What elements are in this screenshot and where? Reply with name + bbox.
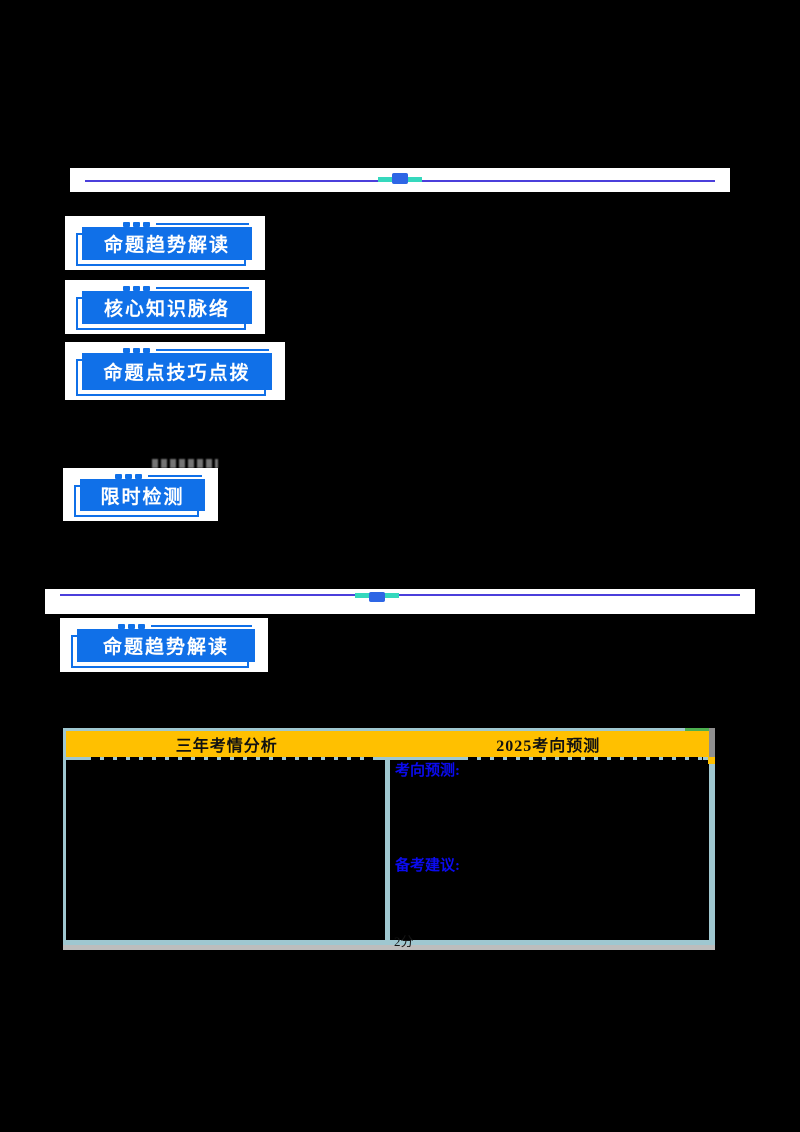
- dot-icon: [118, 623, 125, 629]
- button-topline: [151, 625, 252, 627]
- dot-icon: [133, 221, 140, 227]
- dot-icon: [143, 347, 150, 353]
- ornament-blue-knob: [369, 592, 386, 602]
- section-button-core-knowledge: 核心知识脉络: [65, 280, 265, 334]
- table-header-2025-prediction: 2025考向预测: [496, 738, 601, 755]
- dot-icon: [115, 473, 122, 479]
- button-topline: [148, 475, 202, 477]
- table-gray-border-segment: [709, 728, 715, 762]
- section-button-label: 命题趋势解读: [82, 227, 252, 260]
- button-dots-ornament: [123, 220, 249, 228]
- exam-analysis-table: 三年考情分析 2025考向预测 考向预测: 备考建议: 2分: [63, 728, 715, 950]
- button-topline: [156, 349, 269, 351]
- section-divider-middle: [45, 589, 755, 614]
- dot-icon: [125, 473, 132, 479]
- button-dots-ornament: [123, 346, 269, 354]
- dot-icon: [123, 221, 130, 227]
- divider-line: [60, 594, 740, 596]
- occluded-text-fragment: [468, 757, 703, 762]
- section-button-trend-analysis: 命题趋势解读: [65, 216, 265, 270]
- divider-ornament-icon: [355, 591, 400, 605]
- dot-icon: [128, 623, 135, 629]
- divider-ornament-icon: [378, 173, 422, 187]
- table-yellow-dot: [708, 757, 715, 764]
- table-header-row: 三年考情分析 2025考向预测: [66, 731, 709, 757]
- advice-label: 备考建议:: [395, 858, 460, 874]
- score-fragment: 2分: [394, 934, 414, 949]
- button-topline: [156, 287, 249, 289]
- section-button-label: 命题点技巧点拨: [82, 353, 272, 390]
- dot-icon: [135, 473, 142, 479]
- button-dots-ornament: [123, 284, 249, 292]
- dot-icon: [138, 623, 145, 629]
- dot-icon: [133, 285, 140, 291]
- table-bottom-border: [63, 940, 715, 945]
- faint-watermark-text: [152, 459, 218, 468]
- section-button-timed-test: 限时检测: [63, 468, 218, 521]
- section-divider-top: [70, 168, 730, 192]
- dot-icon: [143, 221, 150, 227]
- section-button-label: 命题趋势解读: [77, 629, 255, 662]
- table-header-three-year-analysis: 三年考情分析: [175, 738, 278, 755]
- button-dots-ornament: [115, 472, 202, 480]
- dot-icon: [133, 347, 140, 353]
- table-gray-underline: [63, 945, 715, 950]
- dot-icon: [123, 347, 130, 353]
- ornament-blue-knob: [392, 173, 408, 184]
- dot-icon: [143, 285, 150, 291]
- table-body-row: 考向预测: 备考建议: 2分: [66, 757, 709, 949]
- occluded-text-fragment: [91, 757, 375, 762]
- table-cell-three-year-analysis: [66, 757, 385, 940]
- section-button-technique-tips: 命题点技巧点拨: [65, 342, 285, 400]
- button-topline: [156, 223, 249, 225]
- button-dots-ornament: [118, 622, 252, 630]
- section-button-label: 核心知识脉络: [82, 291, 252, 324]
- dot-icon: [123, 285, 130, 291]
- table-cell-2025-prediction: 考向预测: 备考建议: 2分: [390, 757, 709, 949]
- section-button-label: 限时检测: [80, 479, 205, 511]
- table-green-corner-segment: [685, 728, 711, 731]
- prediction-label: 考向预测:: [395, 763, 460, 779]
- section-button-trend-analysis-2: 命题趋势解读: [60, 618, 268, 672]
